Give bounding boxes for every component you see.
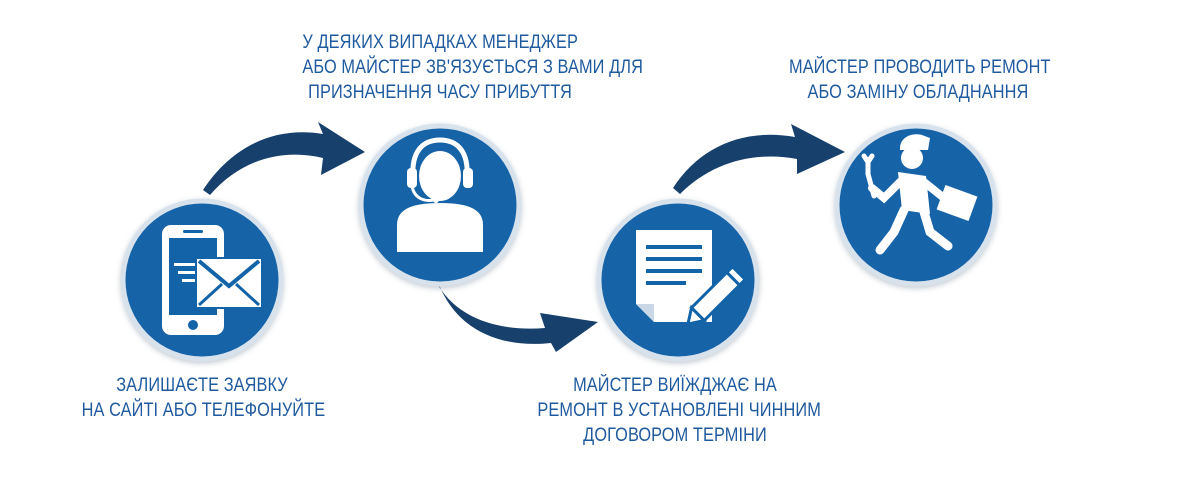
step4-caption: МАЙСТЕР ПРОВОДИТЬ РЕМОНТ АБО ЗАМІНУ ОБЛА… (789, 55, 1051, 105)
phone-email-icon (162, 225, 263, 335)
step4-caption-line2: АБО ЗАМІНУ ОБЛАДНАННЯ (807, 82, 1029, 103)
step2-caption-line3: ПРИЗНАЧЕННЯ ЧАСУ ПРИБУТТЯ (308, 82, 572, 103)
step2-caption-line1: У ДЕЯКИХ ВИПАДКАХ МЕНЕДЖЕР (302, 32, 578, 53)
document-pen-icon (636, 230, 748, 327)
step1-caption: ЗАЛИШАЄТЕ ЗАЯВКУ НА САЙТІ АБО ТЕЛЕФОНУЙТ… (81, 373, 326, 423)
step1-caption-line2: НА САЙТІ АБО ТЕЛЕФОНУЙТЕ (81, 400, 326, 421)
step2-circle (358, 123, 522, 287)
step3-caption-line1: МАЙСТЕР ВИЇЖДЖАЄ НА (573, 375, 777, 396)
step3-caption-line3: ДОГОВОРОМ ТЕРМІНИ (583, 425, 767, 446)
step3-caption-line2: РЕМОНТ В УСТАНОВЛЕНІ ЧИННИМ (537, 400, 821, 421)
step3-circle (596, 198, 760, 362)
step3-caption: МАЙСТЕР ВИЇЖДЖАЄ НА РЕМОНТ В УСТАНОВЛЕНІ… (537, 373, 821, 448)
arrow-step3-to-step4 (673, 124, 845, 194)
step1-caption-line1: ЗАЛИШАЄТЕ ЗАЯВКУ (116, 375, 288, 396)
step2-caption: У ДЕЯКИХ ВИПАДКАХ МЕНЕДЖЕР АБО МАЙСТЕР З… (302, 30, 643, 105)
step4-circle (834, 123, 998, 287)
repairman-icon (861, 134, 978, 255)
arrow-step2-to-step3 (437, 283, 598, 352)
headset-operator-icon (397, 137, 483, 252)
step4-caption-line1: МАЙСТЕР ПРОВОДИТЬ РЕМОНТ (789, 57, 1051, 78)
arrow-step1-to-step2 (203, 122, 365, 195)
step2-caption-line2: АБО МАЙСТЕР ЗВ'ЯЗУЄТЬСЯ З ВАМИ ДЛЯ (302, 57, 643, 78)
step1-circle (120, 198, 284, 362)
